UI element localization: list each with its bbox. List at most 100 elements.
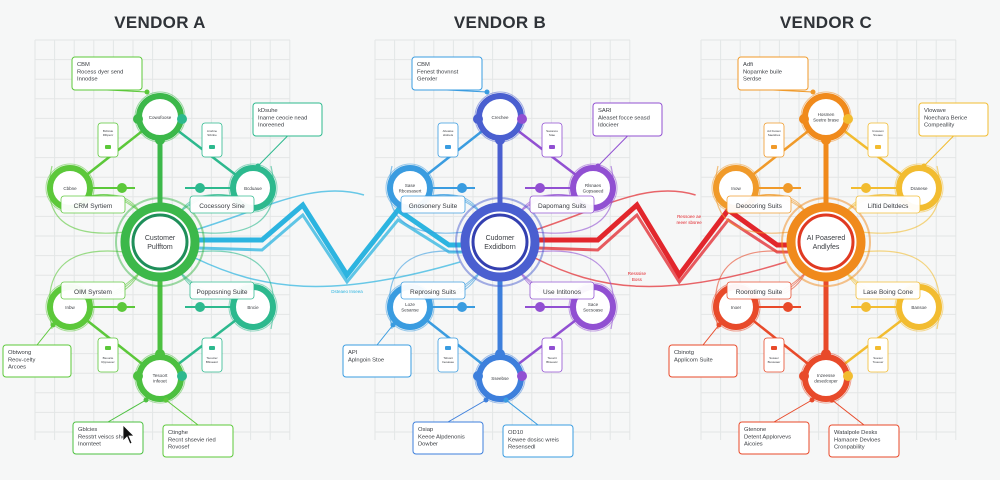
node-label: Hosmen (818, 112, 835, 117)
callout-leader (165, 399, 199, 426)
label-pill[interactable]: Cocessory Sine (189, 195, 255, 214)
label-pill[interactable]: Lase Boing Cone (855, 281, 921, 300)
pill-label: Reprosing Suits (410, 289, 457, 296)
junction-dot (195, 302, 205, 312)
label-pill[interactable]: Liftid Deltdecs (855, 195, 921, 214)
card-label: Stae (549, 133, 556, 137)
card-box (201, 122, 223, 158)
pill-box (60, 195, 126, 214)
pill-label: Liftid Deltdecs (868, 203, 910, 210)
hub-inner-ring (131, 213, 189, 271)
junction-dot (783, 183, 793, 193)
label-pill[interactable]: CRM Syrtiem (60, 195, 126, 214)
callout-text: Gtenone (744, 427, 766, 433)
callout-text: Serdse (743, 77, 761, 83)
card-box (763, 122, 785, 158)
label-pill[interactable]: OIM Syrstem (60, 281, 126, 300)
node-label: Tesoort (153, 373, 169, 378)
hub-label: AI Poasered (807, 235, 846, 242)
link-curve (534, 257, 787, 288)
card-box (97, 122, 119, 158)
card-box (763, 337, 785, 373)
callout-dot (255, 163, 261, 169)
node-label: Sseebse (491, 376, 509, 381)
callout-text: API (348, 350, 358, 356)
callout-text: Resensedl (508, 445, 535, 451)
junction-dot (517, 371, 527, 381)
junction-dot (117, 302, 127, 312)
label-pill[interactable]: Popposning Suite (189, 281, 255, 300)
card-label: Rlbpenr (103, 133, 114, 137)
callout-box (737, 56, 809, 91)
hub-inner-ring (797, 213, 855, 271)
label-pill[interactable]: Use Intitonos (529, 281, 595, 300)
pill-box (189, 195, 255, 214)
callout-text: Aleaset focce seasd (598, 115, 650, 121)
hub-inner-ring (471, 213, 529, 271)
link-line (198, 201, 462, 280)
callout-dot (144, 89, 150, 95)
link-label: Dsteaeo Inseea (331, 289, 363, 294)
junction-dot (799, 114, 809, 124)
junction-dot (495, 349, 505, 359)
node-label: Rbcesasert (399, 189, 423, 194)
callout-text: Noparnke buile (743, 69, 782, 75)
node-label: Inbw (65, 305, 75, 310)
callout-box (828, 424, 900, 458)
callout-text: Obtwong (8, 350, 31, 356)
pill-label: Deocoring Suits (736, 203, 783, 210)
callout-leader (773, 399, 813, 423)
pill-label: Popposning Suite (197, 289, 248, 296)
node-label: Sesanse (401, 308, 419, 313)
callout-leader (923, 135, 954, 167)
card-label: Bbseacc (546, 360, 558, 364)
callout-text: CBM (417, 62, 430, 68)
card-label: Inesasee (442, 360, 455, 364)
node-label: desedcoper (814, 379, 838, 384)
junction-dot (783, 302, 793, 312)
node-label: Loze (405, 302, 415, 307)
callout-text: Keeoe Alpdenonis (418, 434, 465, 440)
hub-label: Pulfftom (147, 244, 173, 251)
callout-text: Recnt shsevie ried (168, 437, 216, 443)
label-pill[interactable]: Deocoring Suits (726, 195, 792, 214)
junction-dot (133, 114, 143, 124)
card-label: Sueser (873, 356, 883, 360)
label-pill[interactable]: Dapomang Suits (529, 195, 595, 214)
card-label: Sreaee (873, 133, 883, 137)
label-pill[interactable]: Reprosing Suits (400, 281, 466, 300)
callout-text: Genxler (417, 77, 437, 83)
node-label: Inoer (731, 305, 742, 310)
label-pill[interactable]: Gnosonery Suite (400, 195, 466, 214)
junction-dot (495, 135, 505, 145)
card-label: Bbtseacc (206, 360, 219, 364)
pill-box (726, 195, 792, 214)
node-label: Sace (588, 302, 599, 307)
card-box (541, 337, 563, 373)
junction-dot (473, 114, 483, 124)
hub-halo (455, 197, 545, 287)
callout-dot (595, 163, 601, 169)
callout-box (252, 102, 323, 137)
callout-leader (107, 399, 147, 423)
callout-dot (143, 397, 149, 403)
label-pill[interactable]: Roorotimg Suite (726, 281, 792, 300)
callout-text: Rovosef (168, 445, 190, 451)
node-label: Crechee (491, 115, 509, 120)
node-label: infeoet (153, 379, 167, 384)
node-label: Bncie (247, 305, 259, 310)
callout-leader (447, 399, 487, 423)
pill-label: Lase Boing Cone (863, 289, 913, 296)
node-label: Seetre brase (813, 118, 839, 123)
junction-dot (821, 135, 831, 145)
